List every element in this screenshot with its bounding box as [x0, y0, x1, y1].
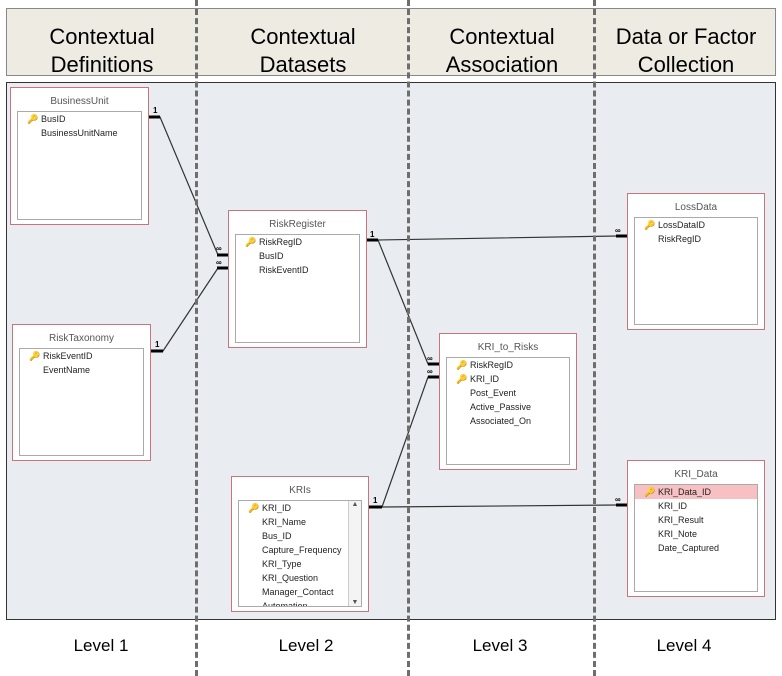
table-title: KRI_Data: [674, 469, 718, 480]
table-kri-to-risks[interactable]: KRI_to_Risks 🔑RiskRegID 🔑KRI_ID Post_Eve…: [439, 333, 577, 470]
field-row[interactable]: Capture_Frequency: [262, 545, 342, 555]
field-row[interactable]: BusinessUnitName: [41, 128, 118, 138]
level-3-label: Level 3: [472, 636, 528, 655]
key-icon: 🔑: [456, 374, 468, 384]
rel-riskregister-lossdata: [377, 235, 627, 241]
table-title: KRIs: [289, 485, 311, 496]
card-one: 1: [155, 340, 160, 349]
table-businessunit[interactable]: BusinessUnit 🔑BusID BusinessUnitName: [10, 87, 149, 225]
rel-businessunit-riskregister: [149, 116, 228, 256]
table-kris[interactable]: KRIs 🔑KRI_ID KRI_Name Bus_ID Capture_Fre…: [231, 476, 369, 612]
field-row[interactable]: KRI_Name: [262, 517, 307, 527]
field-row[interactable]: Automation: [262, 601, 308, 607]
card-many: ∞: [427, 354, 433, 363]
field-row[interactable]: 🔑KRI_ID: [248, 503, 292, 513]
field-list: 🔑KRI_Data_ID KRI_ID KRI_Result KRI_Note …: [634, 484, 758, 592]
level-divider: [195, 0, 198, 676]
card-many: ∞: [216, 244, 222, 253]
field-row[interactable]: 🔑RiskRegID: [456, 360, 514, 370]
table-title: LossData: [674, 202, 718, 213]
key-icon: 🔑: [27, 114, 39, 124]
table-title: BusinessUnit: [50, 96, 109, 107]
field-row-selected[interactable]: 🔑KRI_Data_ID: [635, 485, 757, 499]
card-many: ∞: [216, 258, 222, 267]
level-divider: [407, 0, 410, 676]
field-row[interactable]: KRI_Type: [262, 559, 302, 569]
scrollbar[interactable]: ▲▼: [348, 501, 361, 606]
field-list: 🔑BusID BusinessUnitName: [17, 111, 142, 220]
field-row[interactable]: KRI_ID: [658, 501, 688, 511]
key-icon: 🔑: [644, 487, 656, 497]
field-row[interactable]: Date_Captured: [658, 543, 720, 553]
field-list: 🔑KRI_ID KRI_Name Bus_ID Capture_Frequenc…: [238, 500, 362, 607]
card-many: ∞: [615, 226, 621, 235]
field-list: 🔑LossDataID RiskRegID: [634, 217, 758, 325]
scroll-up-icon[interactable]: ▲: [351, 501, 359, 508]
rel-kris-kridata: [381, 504, 627, 508]
level-1-label: Level 1: [73, 636, 129, 655]
field-row[interactable]: RiskEventID: [259, 265, 309, 275]
field-row[interactable]: 🔑BusID: [27, 114, 66, 124]
key-icon: 🔑: [456, 360, 468, 370]
card-many: ∞: [427, 367, 433, 376]
header-data-collection: Data or Factor Collection: [615, 24, 757, 77]
header-band: Contextual Definitions Contextual Datase…: [6, 8, 776, 77]
table-title: RiskRegister: [269, 219, 326, 230]
table-risktaxonomy[interactable]: RiskTaxonomy 🔑RiskEventID EventName: [12, 324, 151, 461]
field-row[interactable]: KRI_Note: [658, 529, 698, 539]
field-row[interactable]: RiskRegID: [658, 234, 702, 244]
table-lossdata[interactable]: LossData 🔑LossDataID RiskRegID: [627, 193, 765, 330]
field-row[interactable]: 🔑LossDataID: [644, 220, 706, 230]
field-row[interactable]: KRI_Result: [658, 515, 704, 525]
field-row[interactable]: 🔑RiskEventID: [29, 351, 93, 361]
field-row[interactable]: Active_Passive: [470, 402, 532, 412]
header-contextual-datasets: Contextual Datasets: [250, 24, 356, 77]
rel-kris-kritorisks: [369, 376, 439, 508]
field-row[interactable]: Bus_ID: [262, 531, 292, 541]
table-title: KRI_to_Risks: [477, 342, 539, 353]
field-row[interactable]: EventName: [43, 365, 91, 375]
field-row[interactable]: KRI_Question: [262, 573, 319, 583]
key-icon: 🔑: [248, 503, 260, 513]
key-icon: 🔑: [644, 220, 656, 230]
level-divider: [593, 0, 596, 676]
field-row[interactable]: Associated_On: [470, 416, 532, 426]
key-icon: 🔑: [245, 237, 257, 247]
card-one: 1: [370, 230, 375, 239]
field-list: 🔑RiskRegID 🔑KRI_ID Post_Event Active_Pas…: [446, 357, 570, 465]
field-list: 🔑RiskRegID BusID RiskEventID: [235, 234, 360, 343]
header-contextual-definitions: Contextual Definitions: [49, 24, 155, 77]
field-row[interactable]: BusID: [259, 251, 284, 261]
table-riskregister[interactable]: RiskRegister 🔑RiskRegID BusID RiskEventI…: [228, 210, 367, 348]
card-many: ∞: [615, 495, 621, 504]
level-4-label: Level 4: [656, 636, 712, 655]
header-contextual-association: Contextual Association: [445, 24, 559, 77]
rel-risktaxonomy-riskregister: [151, 267, 228, 352]
field-row[interactable]: 🔑RiskRegID: [245, 237, 303, 247]
table-kri-data[interactable]: KRI_Data 🔑KRI_Data_ID KRI_ID KRI_Result …: [627, 460, 765, 597]
card-one: 1: [373, 496, 378, 505]
card-one: 1: [153, 106, 158, 115]
field-row[interactable]: Manager_Contact: [262, 587, 334, 597]
scroll-down-icon[interactable]: ▼: [351, 599, 359, 606]
key-icon: 🔑: [29, 351, 41, 361]
table-title: RiskTaxonomy: [48, 333, 115, 344]
rel-riskregister-kritorisks: [367, 239, 439, 365]
level-2-label: Level 2: [278, 636, 334, 655]
field-list: 🔑RiskEventID EventName: [19, 348, 144, 456]
field-row[interactable]: 🔑KRI_ID: [456, 374, 500, 384]
field-row[interactable]: Post_Event: [470, 388, 517, 398]
